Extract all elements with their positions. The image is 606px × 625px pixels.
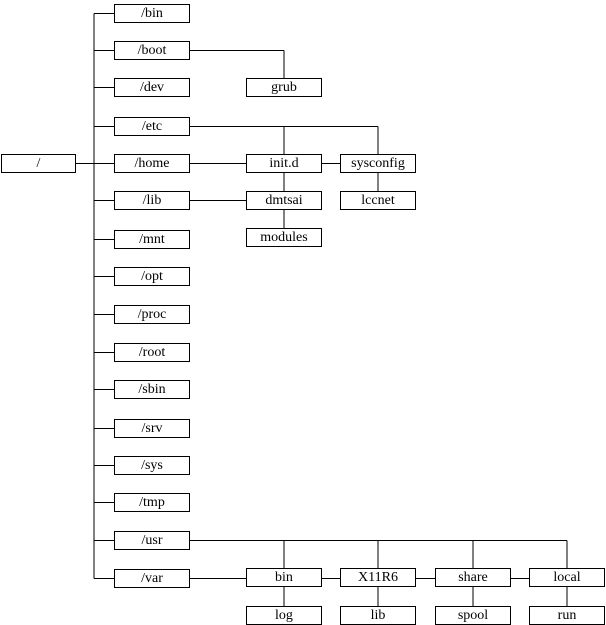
subdir-box-boot-grub[interactable]: grub	[246, 78, 322, 97]
dir-box-bin[interactable]: /bin	[114, 4, 190, 23]
dir-box-opt[interactable]: /opt	[114, 267, 190, 286]
subdir-box-var-run[interactable]: run	[529, 606, 605, 625]
subdir-box-usr-x11r6[interactable]: X11R6	[340, 568, 416, 587]
subdir-box-var-log[interactable]: log	[246, 606, 322, 625]
dir-box-mnt[interactable]: /mnt	[114, 230, 190, 249]
subdir-box-usr-bin[interactable]: bin	[246, 568, 322, 587]
subdir-box-usr-share[interactable]: share	[435, 568, 511, 587]
subdir-box-home-dmtsai[interactable]: dmtsai	[246, 191, 322, 210]
subdir-box-var-lib[interactable]: lib	[340, 606, 416, 625]
subdir-box-lib-modules[interactable]: modules	[246, 228, 322, 247]
dir-box-proc[interactable]: /proc	[114, 305, 190, 324]
root-dir-box[interactable]: /	[1, 154, 76, 173]
dir-box-home[interactable]: /home	[114, 154, 190, 173]
dir-box-boot[interactable]: /boot	[114, 41, 190, 60]
dir-box-root[interactable]: /root	[114, 343, 190, 362]
dir-box-etc[interactable]: /etc	[114, 117, 190, 136]
subdir-box-usr-local[interactable]: local	[529, 568, 605, 587]
dir-box-var[interactable]: /var	[114, 569, 190, 588]
subdir-box-home-lccnet[interactable]: lccnet	[340, 191, 416, 210]
subdir-box-etc-sysconfig[interactable]: sysconfig	[340, 154, 416, 173]
dir-box-lib[interactable]: /lib	[114, 191, 190, 210]
subdir-box-var-spool[interactable]: spool	[435, 606, 511, 625]
dir-box-sys[interactable]: /sys	[114, 456, 190, 475]
dir-box-usr[interactable]: /usr	[114, 531, 190, 550]
dir-box-tmp[interactable]: /tmp	[114, 493, 190, 512]
subdir-box-etc-init-d[interactable]: init.d	[246, 154, 322, 173]
directory-tree-diagram: / /bin/boot grub/dev/etc init.d sysconfig/ho…	[1, 4, 605, 625]
dir-box-dev[interactable]: /dev	[114, 78, 190, 97]
dir-box-srv[interactable]: /srv	[114, 419, 190, 438]
dir-box-sbin[interactable]: /sbin	[114, 380, 190, 399]
